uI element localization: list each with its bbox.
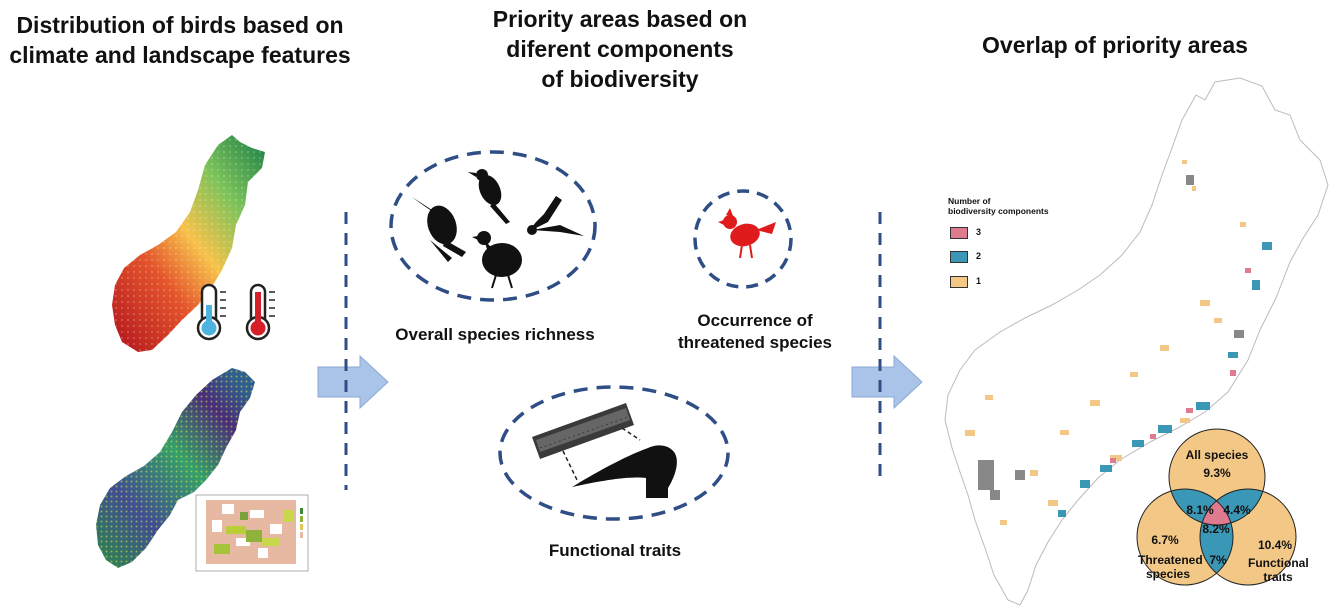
venn-functional-label-line1: Functional: [1248, 556, 1309, 570]
patch-level-3: [1110, 268, 1251, 463]
venn-threatened-label-line2: species: [1145, 567, 1191, 581]
legend-title-line2: biodiversity components: [948, 206, 1049, 216]
overlap-map: [944, 77, 1329, 606]
venn-threatened-value: 6.7%: [1151, 533, 1179, 547]
legend-title-line1: Number of: [948, 196, 991, 206]
venn-functional-label: Functional traits: [1248, 556, 1309, 584]
venn-functional-value: 10.4%: [1257, 538, 1293, 552]
ibis-head-icon: [572, 445, 677, 498]
venn-all-species-label: All species: [1185, 448, 1249, 462]
functional-ellipse: [498, 385, 730, 521]
label-threatened-line1: Occurrence of: [697, 311, 813, 330]
heading-left-line1: Distribution of birds based on: [16, 12, 344, 38]
threatened-ellipse: [693, 189, 793, 289]
legend-label-1: 1: [976, 276, 982, 286]
richness-ellipse: [389, 150, 597, 302]
arrow-right: [851, 354, 923, 410]
heading-middle-line2: diferent components: [506, 36, 734, 62]
patch-level-2: [1058, 242, 1272, 517]
landscape-map: [96, 368, 255, 568]
heading-middle-line1: Priority areas based on: [492, 6, 748, 32]
threatened-bird-icon: [718, 208, 776, 259]
legend-label-2: 2: [976, 251, 982, 261]
legend-swatch-3: [950, 227, 968, 239]
heading-middle-line3: of biodiversity: [541, 66, 699, 92]
label-functional-text: Functional traits: [548, 541, 682, 560]
venn-functional-label-line2: traits: [1263, 570, 1293, 584]
legend-label-3: 3: [976, 227, 982, 237]
ruler-icon: [532, 403, 634, 459]
legend-swatch-2: [950, 251, 968, 263]
heading-right: Overlap of priority areas: [930, 30, 1300, 60]
cold-thermometer-icon: [196, 283, 226, 341]
venn-threatened-label: Threatened species: [1138, 553, 1203, 581]
heading-right-text: Overlap of priority areas: [982, 32, 1248, 58]
heading-left-line2: climate and landscape features: [9, 42, 351, 68]
patch-unassigned: [978, 175, 1244, 500]
venn-all-threatened: 8.1%: [1186, 503, 1214, 517]
heading-left: Distribution of birds based on climate a…: [0, 10, 360, 70]
heading-middle: Priority areas based on diferent compone…: [440, 4, 800, 94]
toucan-icon: [412, 197, 466, 262]
label-functional: Functional traits: [515, 540, 715, 562]
measure-lines: [562, 427, 641, 483]
venn-threatened-functional: 7%: [1209, 553, 1227, 567]
legend-title: Number of biodiversity components: [948, 196, 1108, 216]
label-richness: Overall species richness: [380, 324, 610, 346]
climate-map: [112, 135, 265, 352]
venn-threatened-label-line1: Threatened: [1138, 553, 1203, 567]
overlap-map-outline: [944, 77, 1329, 606]
legend-swatch-1: [950, 276, 968, 288]
bird-silhouettes: [412, 169, 584, 289]
label-threatened: Occurrence of threatened species: [655, 310, 855, 354]
label-threatened-line2: threatened species: [677, 333, 832, 352]
venn-all-species: All species 9.3%: [1172, 448, 1262, 480]
perched-bird-icon: [468, 169, 510, 224]
arrow-left: [317, 354, 389, 410]
venn-all-functional: 4.4%: [1223, 503, 1251, 517]
venn-diagram: [1136, 428, 1297, 586]
label-richness-text: Overall species richness: [395, 325, 595, 344]
landscape-grid-inset: [195, 494, 309, 572]
flying-bird-icon: [527, 196, 584, 236]
venn-center: 8.2%: [1202, 522, 1230, 536]
quail-icon: [472, 231, 522, 289]
hot-thermometer-icon: [245, 283, 275, 341]
venn-all-species-value: 9.3%: [1203, 466, 1231, 480]
